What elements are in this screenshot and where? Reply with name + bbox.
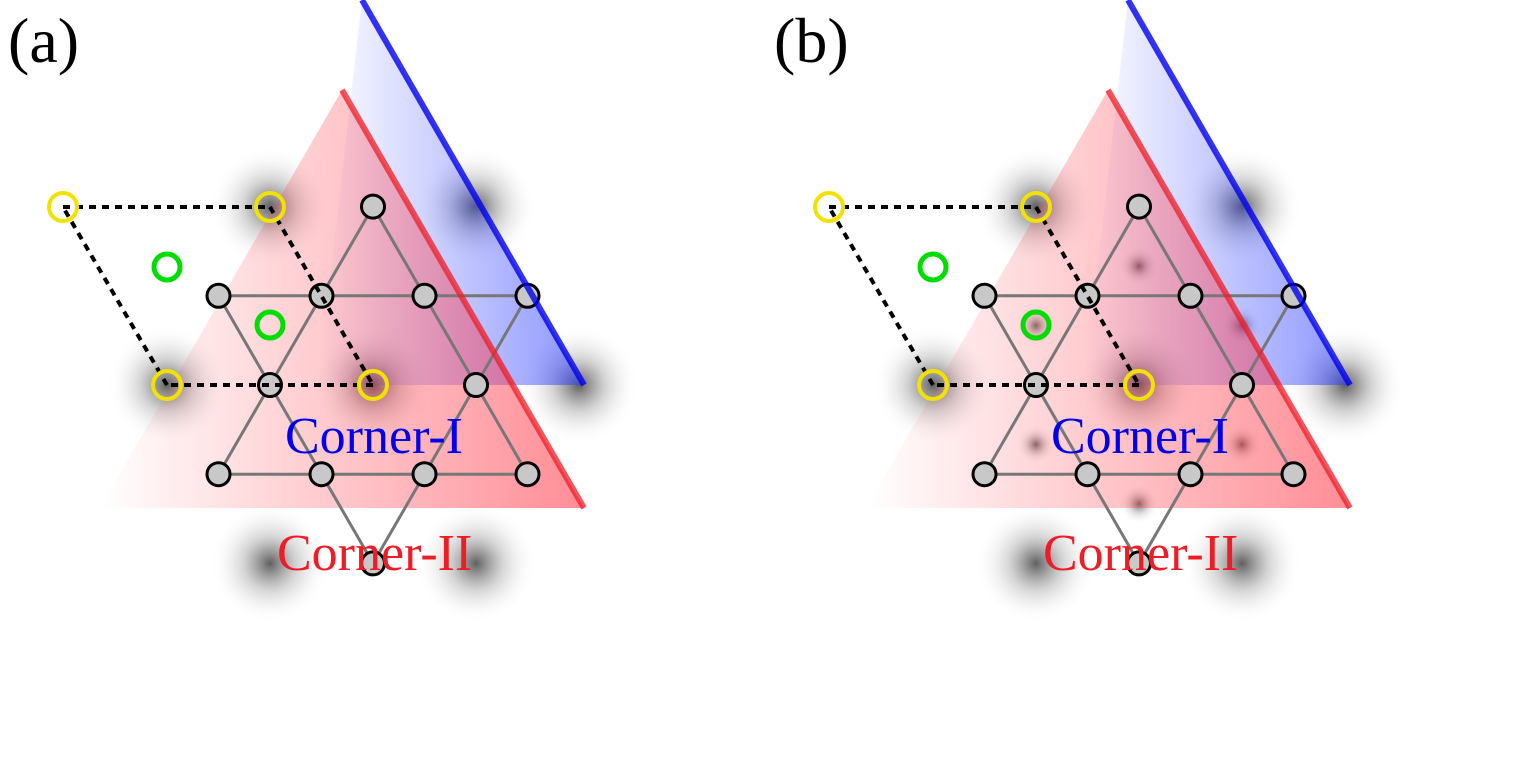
- lattice-site: [360, 193, 386, 220]
- kagome-bond: [1137, 472, 1192, 565]
- unit-cell-edge: [1034, 205, 1141, 387]
- panel-a: (a) Corner-I Corner-II: [8, 0, 639, 624]
- unit-cell-corner-marker: [254, 191, 286, 223]
- hexagon-wannier-cloud: [976, 503, 1096, 624]
- lattice-site: [1177, 461, 1204, 488]
- kagome-bond: [268, 383, 323, 476]
- unit-cell-corner-marker: [813, 191, 845, 223]
- lattice-site: [411, 461, 438, 488]
- kagome-bond: [217, 294, 272, 387]
- unit-cell-corner-marker: [357, 369, 389, 401]
- kagome-bond: [1189, 294, 1244, 387]
- corner-II-region: [100, 90, 584, 508]
- unit-cell-corner-marker: [1020, 191, 1052, 223]
- kagome-bond: [983, 294, 1038, 387]
- kagome-bond: [1086, 472, 1141, 565]
- panel-label: (b): [774, 5, 849, 76]
- lattice-site: [205, 461, 232, 488]
- kagome-bond: [371, 205, 426, 298]
- unit-cell-edge: [268, 205, 375, 387]
- kagome-bond: [1189, 383, 1244, 476]
- wyckoff-position-marker: [151, 251, 183, 283]
- kagome-bond: [474, 294, 529, 387]
- hexagon-wannier-cloud: [210, 503, 330, 624]
- unit-cell-corner-marker: [47, 191, 79, 223]
- lattice-site: [1074, 282, 1101, 309]
- unit-cell-corner-marker: [917, 369, 949, 401]
- panel-label: (a): [8, 5, 79, 76]
- kagome-bond: [423, 294, 478, 387]
- corner-II-label: Corner-II: [277, 525, 472, 582]
- wyckoff-position-marker: [917, 251, 949, 283]
- lattice-site: [1126, 550, 1152, 577]
- corner-II-label: Corner-II: [1043, 525, 1238, 582]
- wyckoff-position-marker: [1020, 309, 1052, 341]
- corner-II-edge: [1105, 88, 1353, 510]
- unit-cell-corner-marker: [1123, 369, 1155, 401]
- corner-I-label: Corner-I: [1051, 408, 1229, 465]
- corner-I-edge: [1125, 0, 1353, 387]
- lattice-site: [411, 282, 438, 309]
- lattice-site: [1126, 193, 1152, 220]
- hexagon-wannier-cloud: [1182, 503, 1302, 624]
- kagome-bond: [1034, 294, 1089, 387]
- lattice-site: [308, 461, 335, 488]
- kagome-bond: [320, 472, 375, 565]
- unit-cell-edge: [61, 205, 169, 387]
- corner-I-edge: [359, 0, 587, 387]
- hexagon-wannier-cloud: [416, 503, 536, 624]
- lattice-site: [205, 282, 232, 309]
- corner-II-region: [866, 90, 1350, 508]
- kagome-bond: [474, 383, 529, 476]
- kagome-bond: [1034, 383, 1089, 476]
- kagome-bond: [371, 472, 426, 565]
- corner-I-label: Corner-I: [285, 408, 463, 465]
- lattice-site: [308, 282, 335, 309]
- kagome-bond: [423, 383, 478, 476]
- lattice-site: [971, 282, 998, 309]
- lattice-site: [514, 461, 541, 488]
- kagome-bond: [217, 383, 272, 476]
- kagome-bond: [1086, 205, 1141, 298]
- kagome-bond: [1240, 383, 1295, 476]
- unit-cell-edge: [827, 205, 935, 387]
- kagome-bond: [268, 294, 323, 387]
- kagome-bond: [320, 205, 375, 298]
- panel-b: (b) Corner-I Corner-II: [774, 0, 1405, 624]
- lattice-site: [1177, 282, 1204, 309]
- wyckoff-position-marker: [254, 309, 286, 341]
- lattice-site: [360, 550, 386, 577]
- corner-II-edge: [339, 88, 587, 510]
- lattice-site: [1280, 461, 1307, 488]
- unit-cell-corner-marker: [151, 369, 183, 401]
- lattice-site: [971, 461, 998, 488]
- lattice-site: [1074, 461, 1101, 488]
- kagome-bond: [983, 383, 1038, 476]
- kagome-bond: [1240, 294, 1295, 387]
- kagome-bond: [1137, 205, 1192, 298]
